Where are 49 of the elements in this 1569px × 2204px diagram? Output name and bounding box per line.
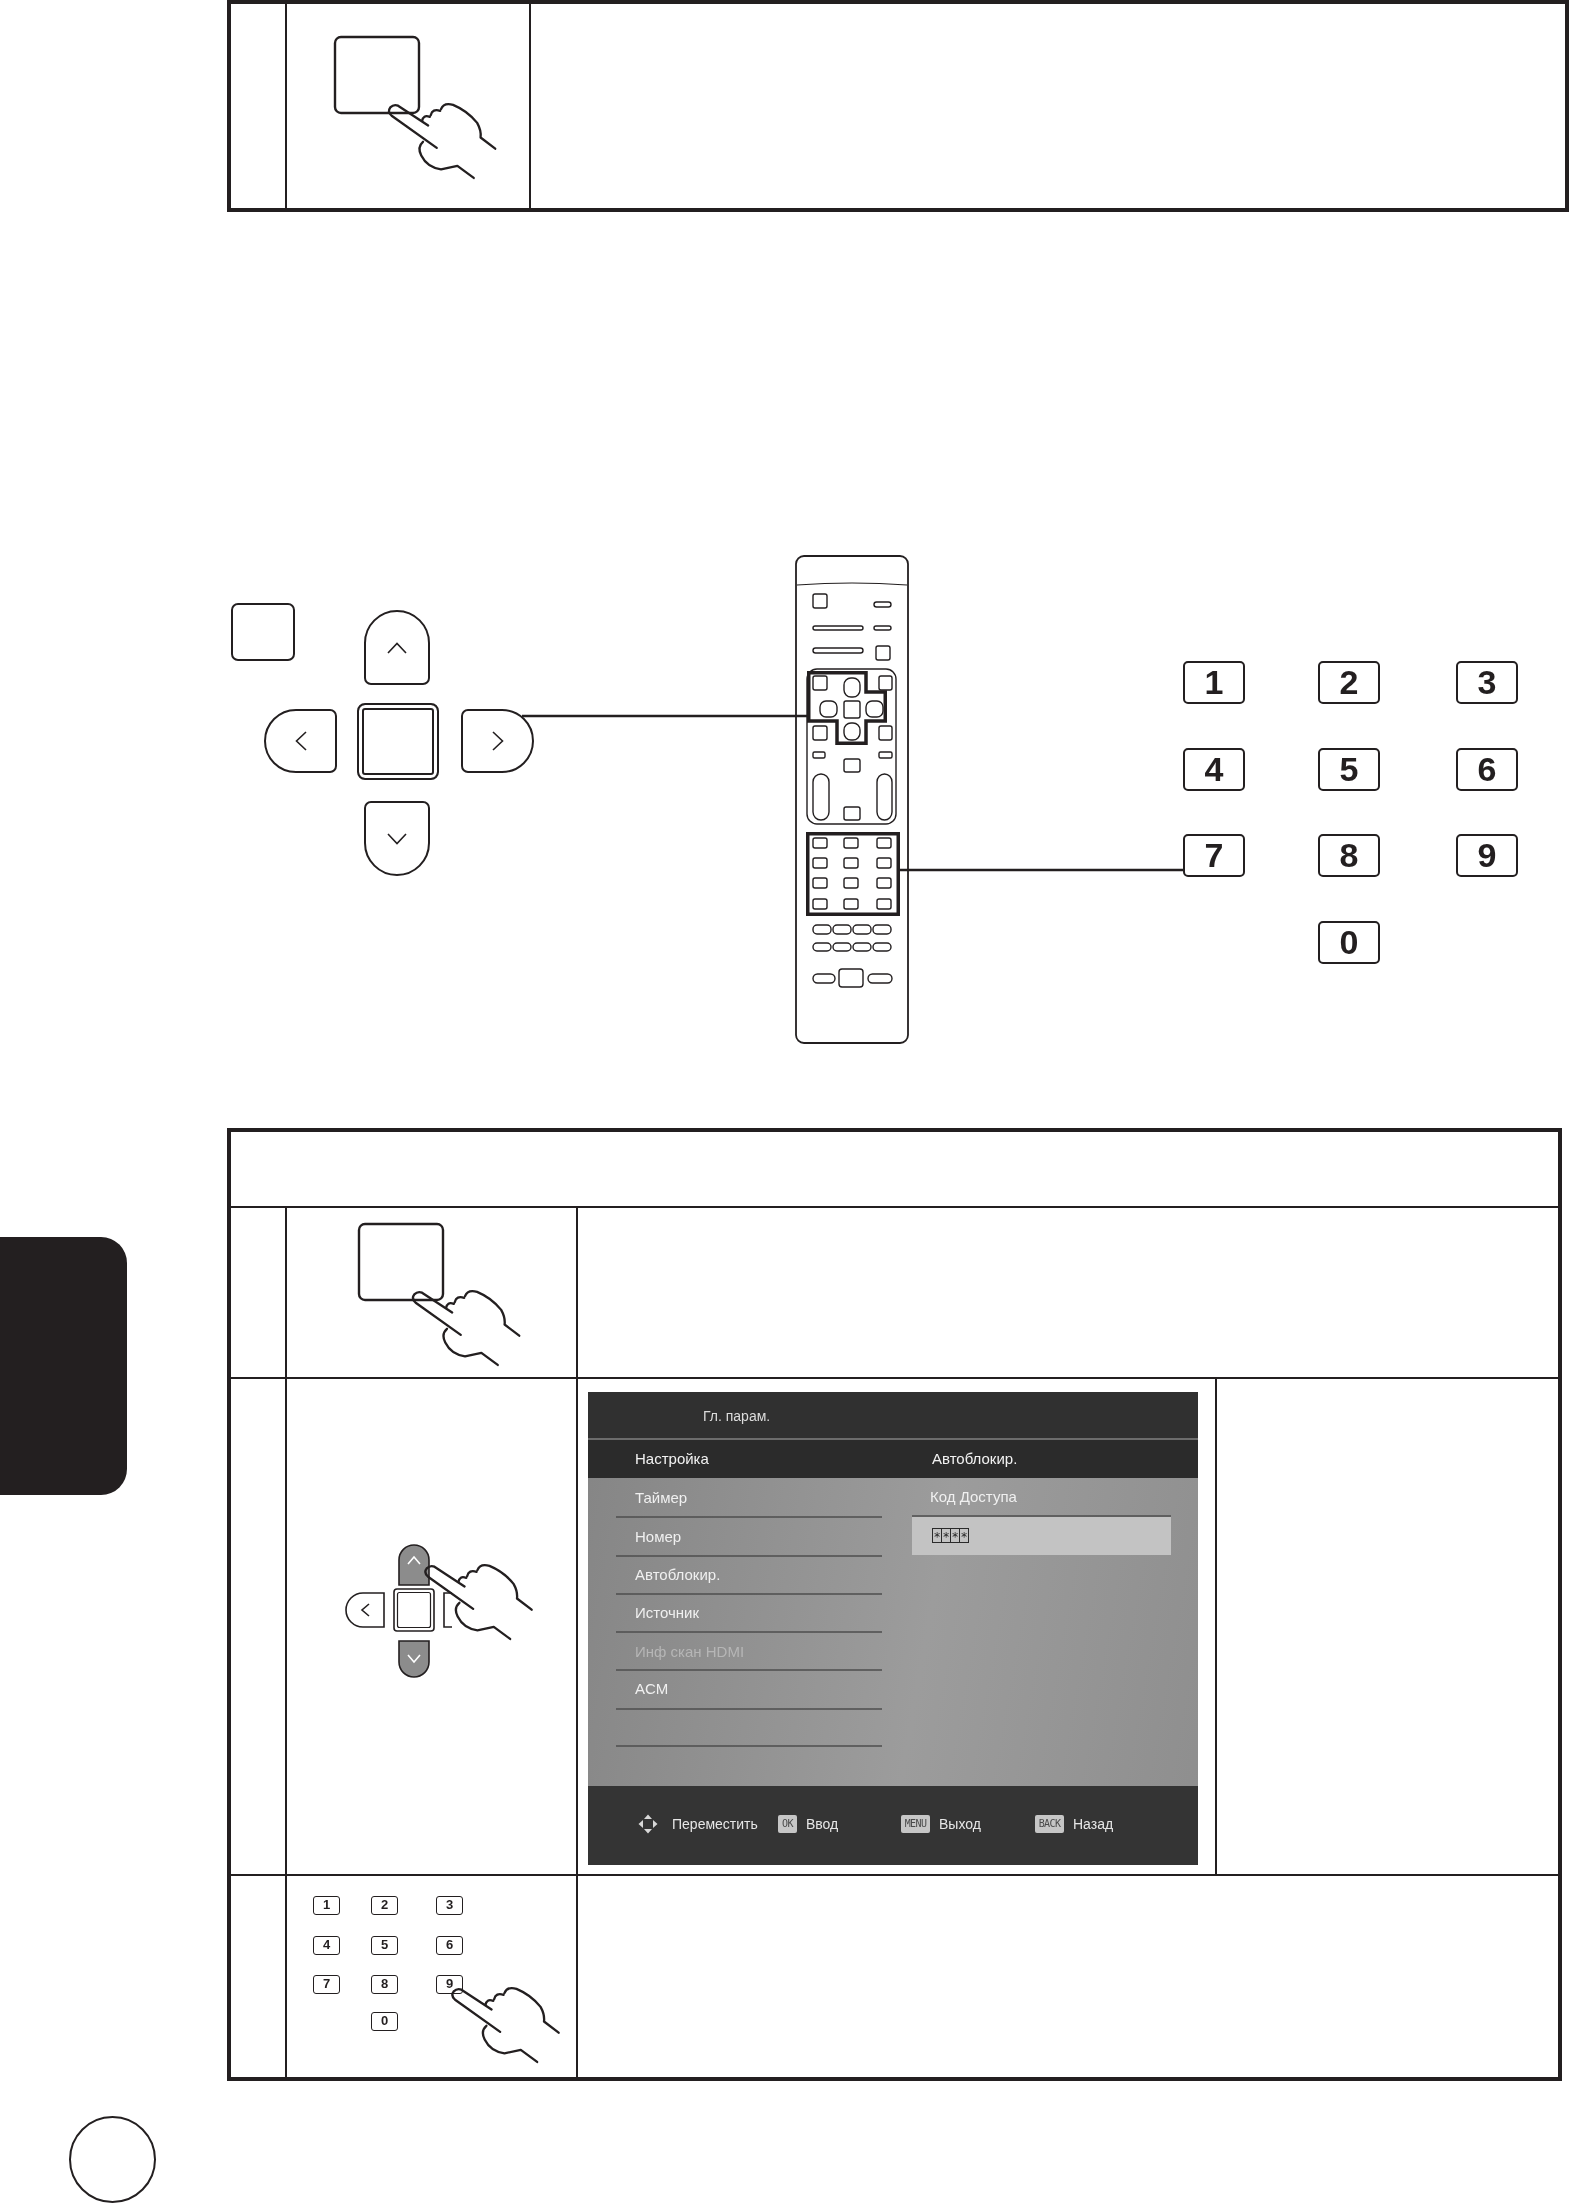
number-key: 2 xyxy=(1318,661,1380,704)
field-caption: Код Доступа xyxy=(930,1487,1017,1507)
leader-line xyxy=(900,868,1183,872)
highlight-outline xyxy=(806,832,900,916)
menu-item: Настройка xyxy=(635,1449,709,1469)
key-badge: BACK xyxy=(1035,1815,1064,1833)
page-circle xyxy=(69,2116,156,2203)
number-key: 2 xyxy=(371,1896,398,1915)
arrow-key xyxy=(364,610,430,685)
key-badge: MENU xyxy=(901,1815,930,1833)
menu-item: ACM xyxy=(635,1679,669,1699)
number-key: 8 xyxy=(1318,834,1380,877)
number-key: 8 xyxy=(371,1975,398,1994)
menu-title: Гл. парам. xyxy=(703,1407,771,1426)
number-key: 6 xyxy=(1456,748,1518,791)
arrow-key xyxy=(461,709,534,773)
number-key: 1 xyxy=(313,1896,340,1915)
footer-hint: Переместить xyxy=(672,1815,758,1834)
leader-line xyxy=(521,714,807,718)
number-key: 3 xyxy=(436,1896,463,1915)
footer-hint: Ввод xyxy=(806,1815,839,1834)
ok-key xyxy=(357,703,439,780)
arrow-key xyxy=(264,709,337,773)
menu-item: Автоблокир. xyxy=(635,1565,721,1585)
number-key: 0 xyxy=(1318,921,1380,964)
footer-hint: Назад xyxy=(1073,1815,1114,1834)
menu-item: Автоблокир. xyxy=(932,1449,1018,1469)
number-key: 3 xyxy=(1456,661,1518,704)
arrow-key xyxy=(364,801,430,876)
number-key: 5 xyxy=(1318,748,1380,791)
number-key: 5 xyxy=(371,1936,398,1955)
key-badge: OK xyxy=(778,1815,797,1833)
number-key: 7 xyxy=(313,1975,340,1994)
number-key: 4 xyxy=(313,1936,340,1955)
highlight-outline xyxy=(807,671,887,745)
menu-item: Источник xyxy=(635,1603,700,1623)
number-key: 1 xyxy=(1183,661,1245,704)
number-key: 9 xyxy=(1456,834,1518,877)
number-key: 6 xyxy=(436,1936,463,1955)
menu-item: Таймер xyxy=(635,1488,688,1508)
remote-key xyxy=(231,603,295,661)
number-key: 4 xyxy=(1183,748,1245,791)
password-field: **** xyxy=(912,1517,1171,1555)
side-tab xyxy=(0,1237,127,1495)
number-key: 0 xyxy=(371,2012,398,2031)
footer-hint: Выход xyxy=(939,1815,981,1834)
number-key: 9 xyxy=(436,1975,463,1994)
menu-item: Номер xyxy=(635,1527,682,1547)
number-key: 7 xyxy=(1183,834,1245,877)
